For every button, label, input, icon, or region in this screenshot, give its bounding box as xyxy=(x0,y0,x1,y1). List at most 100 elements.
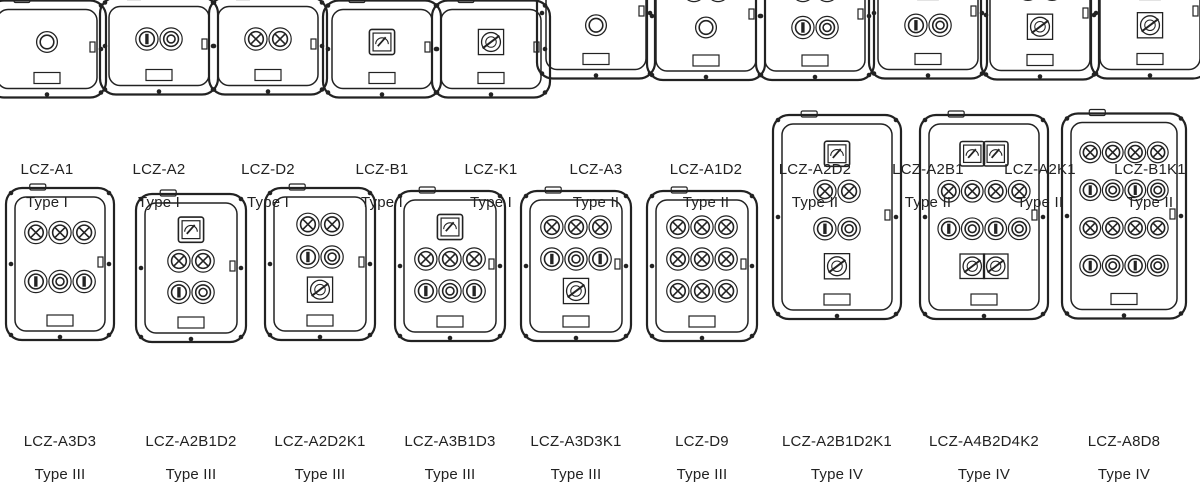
mounting-screw xyxy=(983,72,989,77)
mounting-screw xyxy=(1064,116,1070,121)
selector-switch-icon xyxy=(72,220,96,245)
mounting-screw xyxy=(267,332,273,338)
earth-terminal xyxy=(857,8,864,20)
mounting-screw xyxy=(775,311,781,317)
mounting-screw xyxy=(397,263,403,269)
mounting-screw xyxy=(539,10,545,16)
earth-terminal xyxy=(638,5,645,17)
enclosure-body xyxy=(877,0,979,71)
selector-switch-icon xyxy=(1101,141,1124,164)
push-button-icon xyxy=(462,279,486,303)
mounting-screw xyxy=(265,89,271,94)
stop-button-icon xyxy=(564,247,588,271)
mounting-screw xyxy=(1093,10,1099,16)
ammeter-icon xyxy=(368,28,396,56)
mounting-screw xyxy=(925,73,931,78)
name-plate xyxy=(801,54,829,67)
enclosure-flange xyxy=(645,0,767,82)
enclosure-flange xyxy=(771,113,903,321)
name-plate xyxy=(368,71,396,85)
selector-switch-icon xyxy=(820,0,834,3)
selector-switch-icon xyxy=(588,215,612,239)
selector-switch-icon xyxy=(1079,216,1102,239)
earth-terminal xyxy=(310,38,317,50)
indicator-lamp-icon xyxy=(694,16,718,39)
mounting-screw xyxy=(649,263,655,269)
enclosure-7 xyxy=(754,0,876,82)
mounting-screw xyxy=(497,333,503,339)
model-type: Type IV xyxy=(957,466,1011,483)
earth-terminal xyxy=(1169,208,1176,220)
mounting-screw xyxy=(211,0,217,5)
selector-switch-icon xyxy=(244,27,268,51)
enclosure-9 xyxy=(979,0,1101,81)
push-button-icon xyxy=(904,13,928,37)
mounting-screw xyxy=(497,263,503,269)
model-name: LCZ-A3D3K1 xyxy=(530,433,622,450)
push-button-icon xyxy=(1124,179,1147,202)
name-plate xyxy=(1026,53,1054,67)
mounting-screw xyxy=(775,214,781,220)
model-name: LCZ-A1D2 xyxy=(669,161,743,178)
name-plate xyxy=(823,293,851,306)
mounting-screw xyxy=(325,46,331,52)
stop-button-icon xyxy=(1007,217,1031,241)
mounting-screw xyxy=(188,336,194,342)
push-button-icon xyxy=(813,217,837,241)
stop-button-icon xyxy=(1101,254,1124,277)
selector-switch-icon xyxy=(813,179,837,203)
mounting-screw xyxy=(749,263,755,269)
enclosure-18 xyxy=(918,110,1050,321)
earth-terminal xyxy=(358,256,365,268)
enclosure-body xyxy=(781,123,893,311)
mounting-screw xyxy=(397,193,403,199)
mounting-screw xyxy=(749,333,755,339)
mounting-screw xyxy=(8,332,14,338)
mounting-screw xyxy=(623,263,629,269)
model-type: Type II xyxy=(791,194,839,211)
selector-switch-icon xyxy=(24,220,48,245)
mounting-screw xyxy=(1064,311,1070,316)
selector-switch-icon xyxy=(438,247,462,271)
mounting-screw xyxy=(523,263,529,269)
enclosure-body xyxy=(14,196,106,332)
name-plate xyxy=(688,315,716,328)
cable-gland xyxy=(457,0,475,4)
enclosure-body xyxy=(403,199,497,333)
mounting-screw xyxy=(497,193,503,199)
selector-switch-icon xyxy=(296,212,320,237)
selector-switch-icon xyxy=(462,247,486,271)
selector-switch-icon xyxy=(1079,141,1102,164)
selector-switch-icon xyxy=(167,249,191,273)
model-type: Type II xyxy=(572,194,620,211)
enclosure-flange xyxy=(134,192,248,344)
mounting-screw xyxy=(238,196,244,202)
mounting-screw xyxy=(749,193,755,199)
earth-terminal xyxy=(970,5,977,17)
mounting-screw xyxy=(893,214,899,220)
mounting-screw xyxy=(156,89,162,94)
enclosure-body xyxy=(217,5,319,87)
enclosure-body xyxy=(545,0,647,71)
enclosure-11 xyxy=(4,183,116,342)
name-plate xyxy=(562,315,590,328)
enclosure-flange xyxy=(1089,0,1200,80)
selector-switch-icon xyxy=(666,247,690,271)
enclosure-flange xyxy=(645,189,759,343)
earth-terminal xyxy=(884,209,891,221)
selector-switch-icon xyxy=(1124,141,1147,164)
mounting-screw xyxy=(379,92,385,97)
enclosure-body xyxy=(989,0,1091,72)
mounting-screw xyxy=(317,334,323,340)
selector-switch-icon xyxy=(796,0,810,3)
enclosure-body xyxy=(0,8,98,90)
mounting-screw xyxy=(44,92,50,97)
model-type: Type III xyxy=(676,466,728,483)
enclosure-body xyxy=(273,196,367,332)
mounting-screw xyxy=(922,311,928,317)
model-name: LCZ-A3 xyxy=(569,161,623,178)
cable-gland xyxy=(544,186,562,194)
